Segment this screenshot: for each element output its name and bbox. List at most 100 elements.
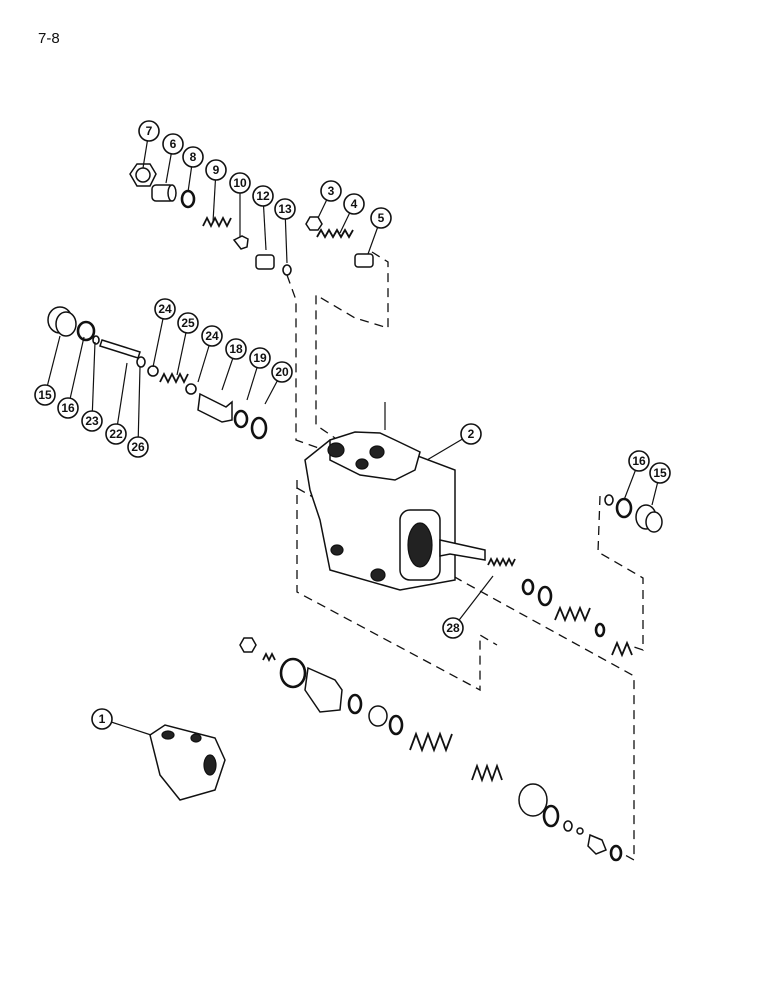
callout-25: 25 <box>176 312 199 376</box>
callout-leader <box>115 362 128 435</box>
callout-12: 12 <box>252 185 274 251</box>
callout-label: 4 <box>351 197 358 211</box>
callout-circle <box>343 193 365 215</box>
callout-circle <box>127 436 149 458</box>
callout-1: 1 <box>91 708 152 736</box>
callout-circle <box>177 312 199 334</box>
callout-label: 5 <box>378 211 385 225</box>
callout-label: 26 <box>131 440 145 454</box>
nut-small <box>305 216 323 231</box>
callout-label: 15 <box>653 466 667 480</box>
callout-label: 24 <box>205 329 219 343</box>
callout-label: 16 <box>61 401 75 415</box>
callout-layer: 7 68 9 10 12 13 3 4 5 24 25 24 18 19 20 15 16 23 22 26 2 16 15… <box>34 120 671 736</box>
callout-circle <box>182 146 204 168</box>
callout-label: 9 <box>213 163 220 177</box>
callout-label: 2 <box>468 427 475 441</box>
callout-2: 2 <box>426 423 482 461</box>
callout-9: 9 <box>205 159 227 223</box>
callout-label: 25 <box>181 316 195 330</box>
callout-15: 15 <box>649 462 671 506</box>
callout-28: 28 <box>442 575 494 639</box>
callout-circle <box>205 159 227 181</box>
callout-label: 13 <box>278 202 292 216</box>
callout-23: 23 <box>81 341 103 432</box>
callout-label: 1 <box>99 712 106 726</box>
piston <box>197 392 233 423</box>
sleeve <box>304 666 343 713</box>
callout-3: 3 <box>317 180 342 219</box>
callout-circle <box>370 207 392 229</box>
callout-circle <box>201 325 223 347</box>
callout-circle <box>229 172 251 194</box>
valve-body <box>304 402 456 591</box>
callout-circle <box>442 617 464 639</box>
small-valve-housing <box>149 724 226 801</box>
callout-circle <box>274 198 296 220</box>
callout-circle <box>34 384 56 406</box>
callout-13: 13 <box>274 198 296 264</box>
page-number: 7-8 <box>38 30 60 47</box>
callout-circle <box>225 338 247 360</box>
callout-leader <box>67 336 85 409</box>
callout-18: 18 <box>221 338 247 391</box>
callout-label: 6 <box>170 137 177 151</box>
adjust-screw <box>354 253 374 268</box>
callout-15: 15 <box>34 335 61 406</box>
callout-circle <box>57 397 79 419</box>
callout-label: 22 <box>109 427 123 441</box>
callout-label: 15 <box>38 388 52 402</box>
callout-circle <box>628 450 650 472</box>
callout-label: 18 <box>229 342 243 356</box>
callout-7: 7 <box>138 120 160 169</box>
callout-label: 28 <box>446 621 460 635</box>
callout-circle <box>271 361 293 383</box>
callout-4: 4 <box>339 193 365 234</box>
callout-label: 8 <box>190 150 197 164</box>
callout-circle <box>649 462 671 484</box>
callout-circle <box>460 423 482 445</box>
callout-leader <box>137 366 141 448</box>
callout-circle <box>162 133 184 155</box>
poppet <box>232 235 249 250</box>
callout-label: 19 <box>253 351 267 365</box>
callout-label: 3 <box>328 184 335 198</box>
callout-label: 20 <box>275 365 289 379</box>
callout-16: 16 <box>57 336 85 419</box>
spool-parts-upper <box>47 306 268 440</box>
retainer-plate <box>518 783 548 817</box>
spool-parts-lower <box>239 637 623 862</box>
callout-5: 5 <box>367 207 392 255</box>
callout-16: 16 <box>623 450 650 501</box>
callout-8: 8 <box>182 146 204 193</box>
callout-19: 19 <box>246 347 271 401</box>
spool <box>99 339 141 359</box>
seat <box>255 254 275 270</box>
callout-circle <box>138 120 160 142</box>
callout-22: 22 <box>105 362 128 445</box>
callout-circle <box>154 298 176 320</box>
main-spool <box>439 539 486 561</box>
callout-6: 6 <box>162 133 184 184</box>
o-ring <box>180 189 196 209</box>
callout-label: 7 <box>146 124 153 138</box>
callout-label: 10 <box>233 176 247 190</box>
callout-label: 16 <box>632 454 646 468</box>
callout-circle <box>320 180 342 202</box>
callout-circle <box>249 347 271 369</box>
callout-24: 24 <box>152 298 176 368</box>
spring <box>202 215 232 229</box>
callout-label: 12 <box>256 189 270 203</box>
callout-circle <box>91 708 113 730</box>
callout-10: 10 <box>229 172 251 237</box>
callout-label: 23 <box>85 414 99 428</box>
callout-26: 26 <box>127 366 149 458</box>
callout-circle <box>252 185 274 207</box>
callout-leader <box>91 341 96 422</box>
callout-leader <box>452 575 494 629</box>
spool-parts-right <box>439 494 663 658</box>
callout-label: 24 <box>158 302 172 316</box>
callout-20: 20 <box>264 361 293 405</box>
callout-24: 24 <box>197 325 223 383</box>
